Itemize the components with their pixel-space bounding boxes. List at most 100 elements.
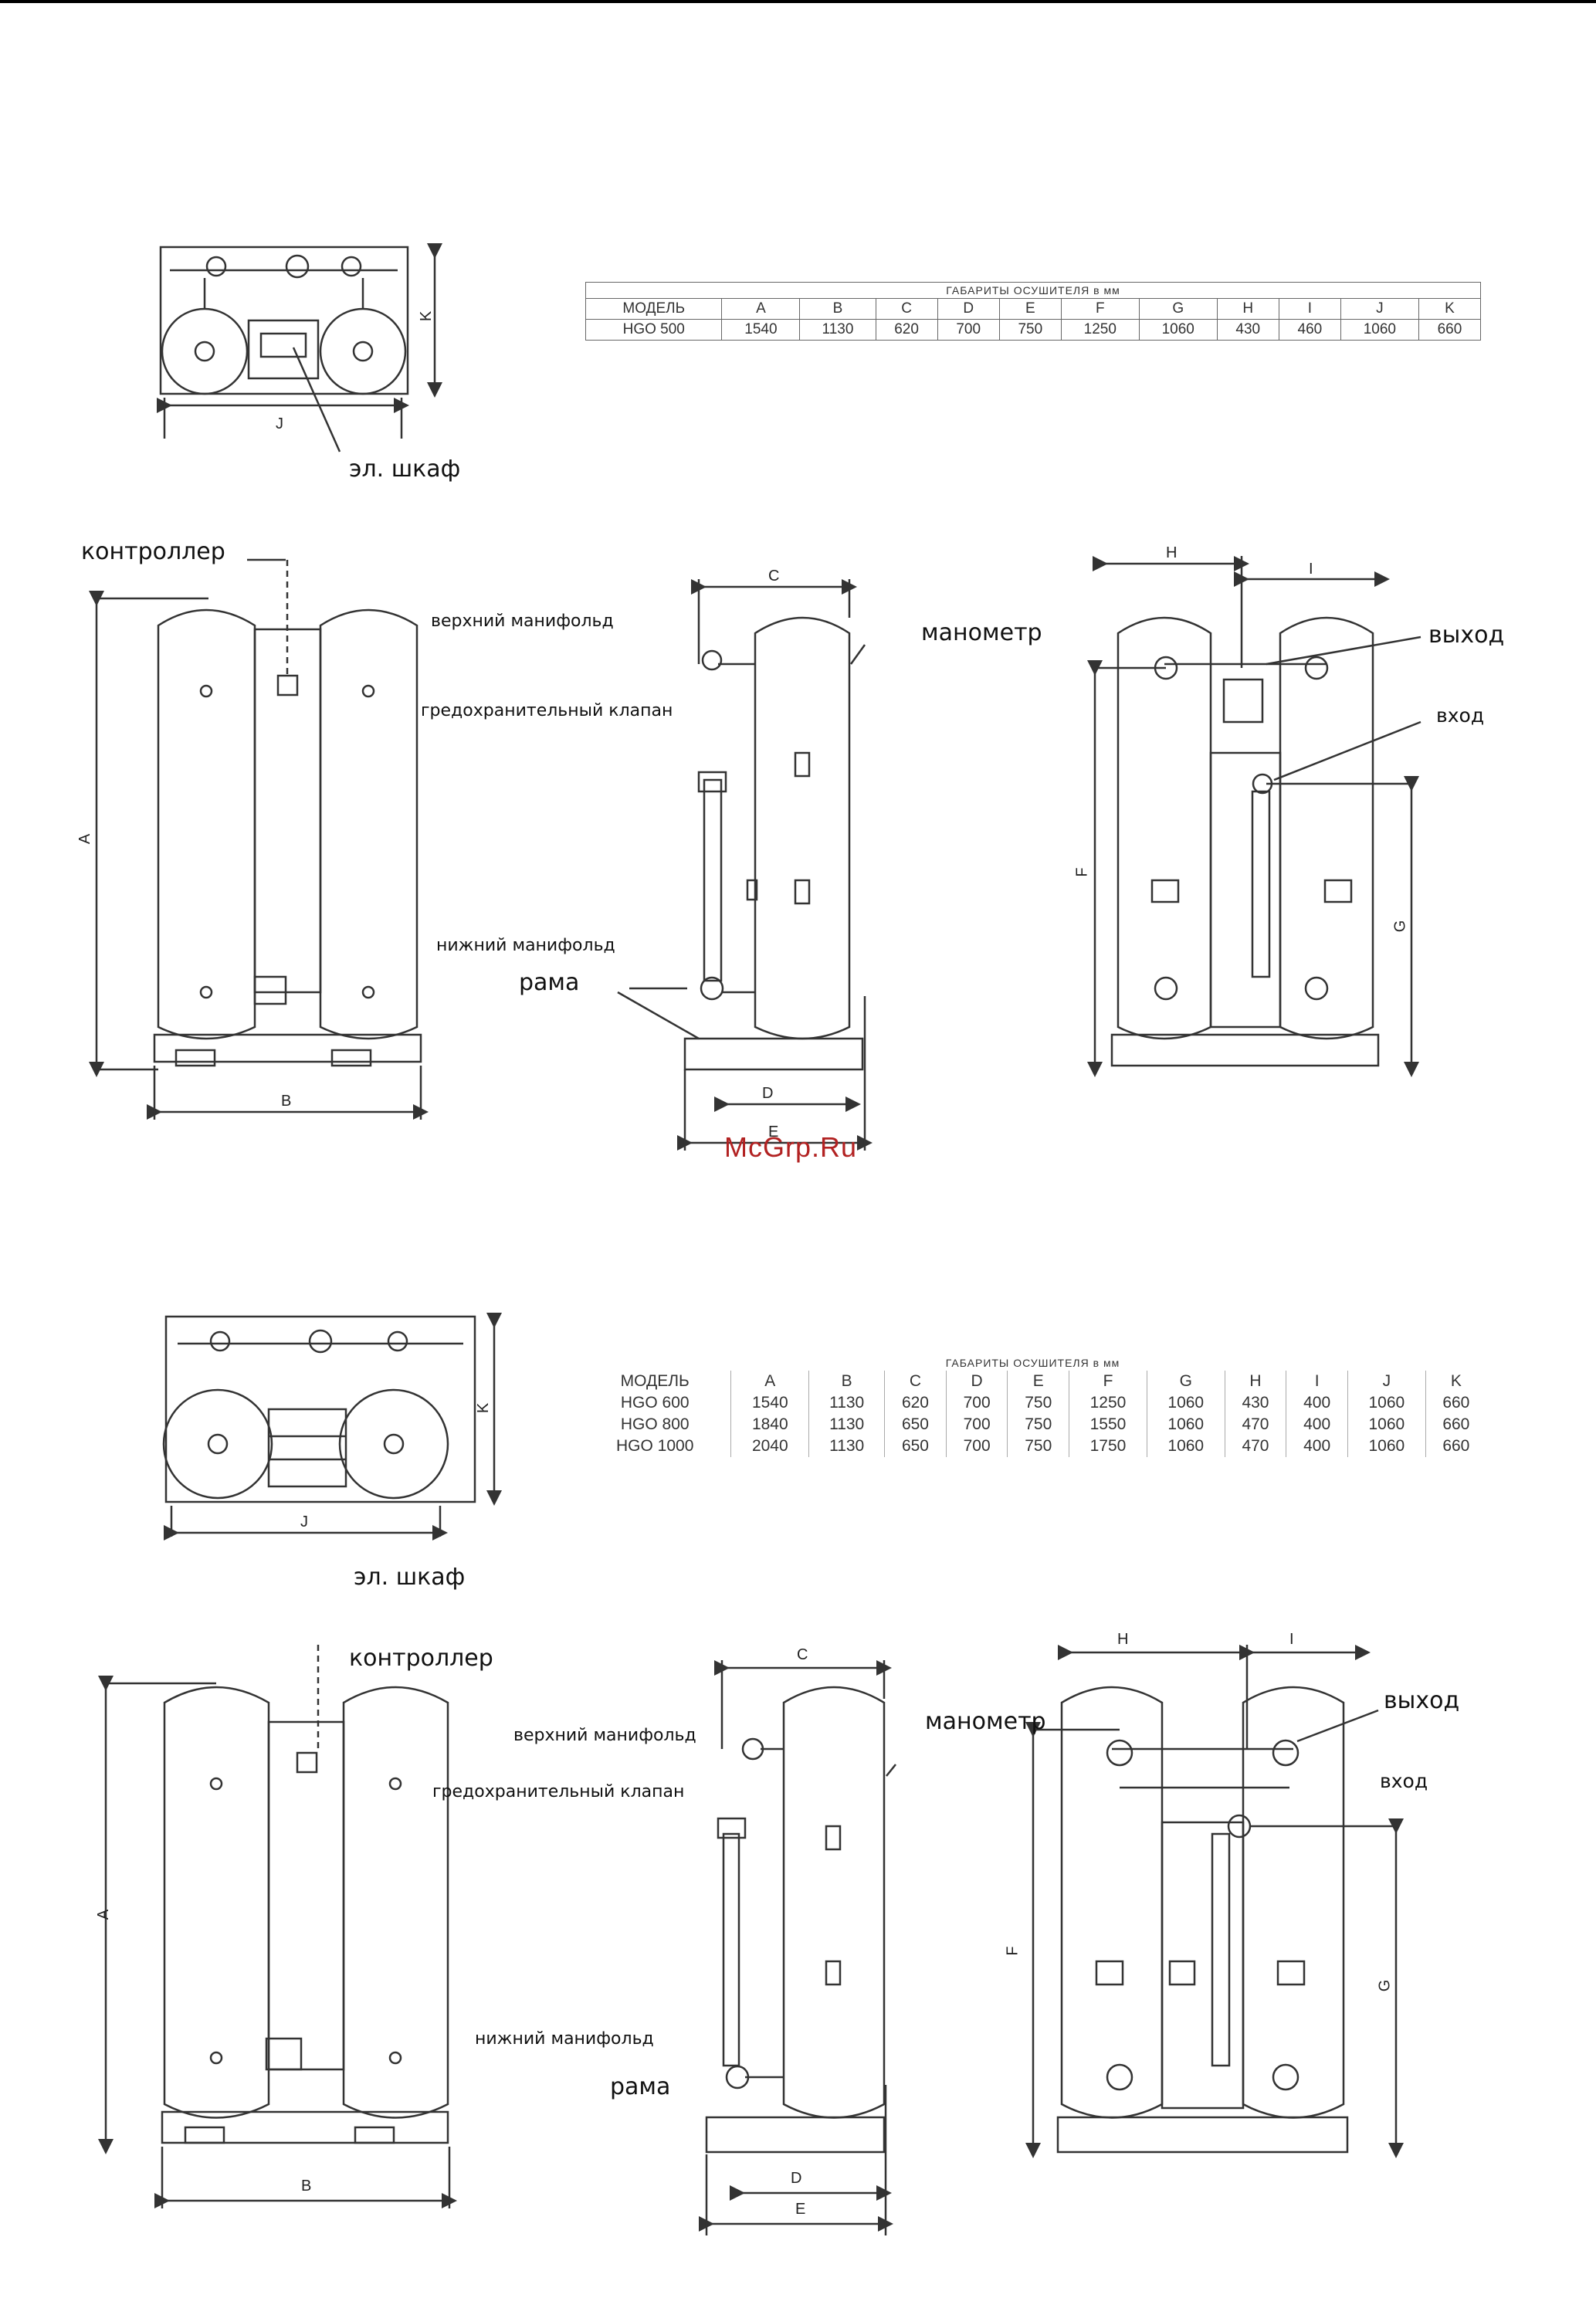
table-caption: ГАБАРИТЫ ОСУШИТЕЛЯ в мм [945, 1357, 1120, 1369]
col-header: K [1425, 1371, 1486, 1392]
table-cell: 430 [1224, 1392, 1286, 1414]
frame-label: рама [519, 969, 580, 996]
table-cell: 400 [1286, 1414, 1348, 1435]
table-cell: 1060 [1347, 1414, 1426, 1435]
table-cell: HGO 800 [620, 1415, 690, 1433]
front-view-1 [89, 558, 429, 1120]
table-cell: 660 [1425, 1414, 1486, 1435]
table-cell: 430 [1216, 319, 1279, 341]
table-cell: HGO 500 [585, 319, 723, 341]
dim-i-1: I [1309, 561, 1313, 578]
controller-label: контроллер [81, 538, 225, 565]
table-cell: 620 [875, 319, 938, 341]
dim-f-2: F [1004, 1946, 1022, 1956]
col-header: E [1007, 1371, 1069, 1392]
table-row: HGO 500 1540 1130 620 700 750 1250 1060 … [585, 319, 1482, 341]
dim-h-1: H [1166, 544, 1178, 561]
col-header: D [937, 298, 1000, 320]
col-header: B [799, 298, 876, 320]
table-cell: 2040 [730, 1435, 809, 1457]
col-header: E [998, 298, 1062, 320]
safety-valve-label-2: гредохранительный клапан [432, 1782, 685, 1801]
table-cell: 650 [884, 1435, 947, 1457]
dim-b-2: B [301, 2178, 312, 2195]
gauge-label: манометр [921, 619, 1042, 646]
table-cell: 750 [1007, 1414, 1069, 1435]
table-cell: 750 [998, 319, 1062, 341]
table-cell: 1130 [808, 1435, 885, 1457]
table-cell: 470 [1224, 1414, 1286, 1435]
dimensions-table-hgo-600-1000: ГАБАРИТЫ ОСУШИТЕЛЯ в мм МОДЕЛЬ A B C D E… [579, 1355, 1486, 1457]
watermark: McGrp.Ru [724, 1131, 858, 1163]
table-cell: 1540 [730, 1392, 809, 1414]
table-cell: 1750 [1069, 1435, 1147, 1457]
dim-f-1: F [1073, 867, 1091, 877]
table-row: HGO 600 1540 1130 620 700 750 1250 1060 … [579, 1392, 1486, 1414]
table-caption: ГАБАРИТЫ ОСУШИТЕЛЯ в мм [585, 282, 1481, 298]
dim-h-2: H [1117, 1631, 1129, 1648]
table-cell: HGO 600 [620, 1394, 690, 1412]
col-header: МОДЕЛЬ [585, 298, 723, 320]
bottom-manifold-label-2: нижний манифольд [475, 2029, 654, 2049]
table-cell: 1250 [1069, 1392, 1147, 1414]
dim-g-2: G [1376, 1979, 1394, 1992]
col-header: K [1418, 298, 1482, 320]
top-manifold-label-2: верхний манифольд [513, 1726, 696, 1745]
table-cell: 1130 [808, 1414, 885, 1435]
table-cell: 1540 [721, 319, 801, 341]
table-cell: 700 [945, 1392, 1008, 1414]
col-header: A [730, 1371, 809, 1392]
table-cell: 700 [945, 1435, 1008, 1457]
col-header: C [875, 298, 938, 320]
col-header: J [1347, 1371, 1426, 1392]
col-header: I [1286, 1371, 1348, 1392]
dim-a-1: A [76, 833, 94, 845]
table-cell: 400 [1286, 1392, 1348, 1414]
table-cell: 1130 [808, 1392, 885, 1414]
table-cell: 660 [1425, 1392, 1486, 1414]
frame-label-2: рама [610, 2073, 671, 2100]
cabinet-label: эл. шкаф [349, 456, 461, 483]
table-cell: HGO 1000 [616, 1437, 694, 1455]
cabinet-label-2: эл. шкаф [354, 1564, 466, 1591]
col-header: H [1224, 1371, 1286, 1392]
bottom-manifold-label: нижний манифольд [436, 936, 615, 955]
table-header-row: МОДЕЛЬ A B C D E F G H I J K [579, 1371, 1486, 1392]
table-cell: 660 [1418, 319, 1482, 341]
table-cell: 660 [1425, 1435, 1486, 1457]
gauge-label-2: манометр [925, 1708, 1046, 1735]
table-cell: 1060 [1146, 1435, 1225, 1457]
outlet-label-2: выход [1384, 1687, 1460, 1714]
dimensions-table-hgo-500: ГАБАРИТЫ ОСУШИТЕЛЯ в мм МОДЕЛЬ A B C D E… [585, 282, 1482, 341]
table-row: HGO 800 1840 1130 650 700 750 1550 1060 … [579, 1414, 1486, 1435]
col-header: B [808, 1371, 885, 1392]
col-header: F [1069, 1371, 1147, 1392]
table-cell: 1060 [1138, 319, 1218, 341]
col-header: F [1060, 298, 1140, 320]
dim-a-2: A [95, 1909, 113, 1920]
col-header: D [945, 1371, 1008, 1392]
safety-valve-label: гредохранительный клапан [421, 701, 673, 720]
col-header: G [1146, 1371, 1225, 1392]
table-cell: 1060 [1146, 1414, 1225, 1435]
col-header: I [1278, 298, 1341, 320]
dim-k-2: K [475, 1402, 493, 1414]
col-header: H [1216, 298, 1279, 320]
table-cell: 1060 [1146, 1392, 1225, 1414]
front-view-2 [98, 1645, 457, 2208]
side-view-2 [699, 1660, 896, 2235]
dim-i-2: I [1289, 1631, 1294, 1648]
top-manifold-label: верхний манифольд [431, 612, 614, 631]
table-cell: 1250 [1060, 319, 1140, 341]
table-cell: 1060 [1347, 1435, 1426, 1457]
table-cell: 460 [1278, 319, 1341, 341]
table-cell: 750 [1007, 1392, 1069, 1414]
table-cell: 400 [1286, 1435, 1348, 1457]
table-cell: 700 [937, 319, 1000, 341]
table-cell: 1840 [730, 1414, 809, 1435]
dim-j-1: J [276, 415, 283, 432]
col-header: C [884, 1371, 947, 1392]
inlet-label: вход [1436, 704, 1485, 727]
dim-g-1: G [1391, 920, 1409, 933]
